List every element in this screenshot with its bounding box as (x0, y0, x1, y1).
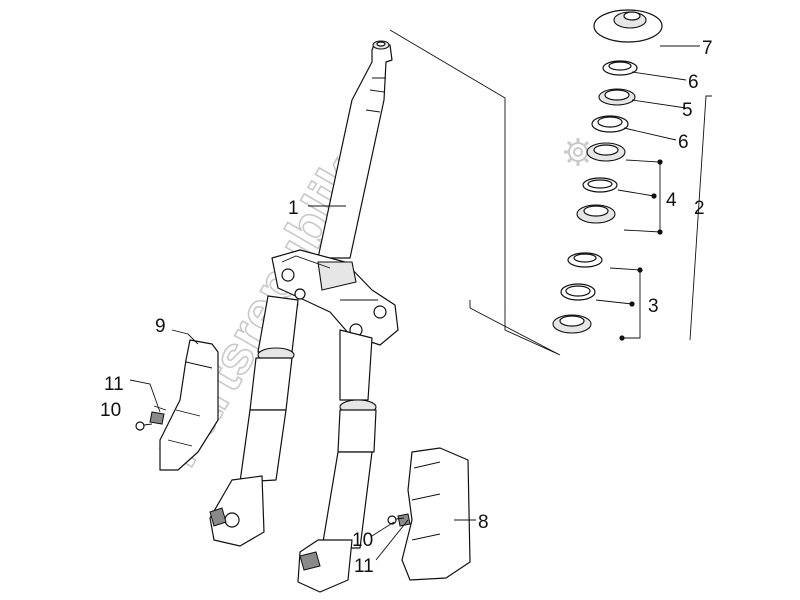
callout-5: 5 (682, 100, 693, 121)
callout-10-left: 10 (100, 400, 121, 421)
connection-dots (619, 159, 663, 341)
right-fork-leg (297, 329, 377, 593)
callout-6-upper: 6 (688, 72, 699, 93)
left-fork-leg (209, 295, 299, 547)
callout-3: 3 (648, 296, 659, 317)
callout-6-lower: 6 (678, 132, 689, 153)
callout-7: 7 (702, 38, 713, 59)
callout-10-right: 10 (352, 530, 373, 551)
callout-9: 9 (155, 316, 166, 337)
callout-11-left: 11 (104, 374, 124, 395)
steering-stem (317, 40, 393, 259)
bearing-stack (552, 60, 638, 334)
fork-cover-right (397, 447, 471, 581)
fork-cover-left (149, 339, 219, 471)
callout-2: 2 (694, 198, 705, 219)
callout-11-right: 11 (354, 556, 374, 577)
triple-clamp (271, 249, 399, 346)
callout-1: 1 (288, 198, 299, 219)
callout-4: 4 (666, 190, 677, 211)
screw-left (135, 421, 153, 431)
callout-8: 8 (478, 512, 489, 533)
top-cover (593, 9, 663, 43)
column-group-outline (389, 29, 561, 356)
leader-lines (129, 45, 712, 561)
